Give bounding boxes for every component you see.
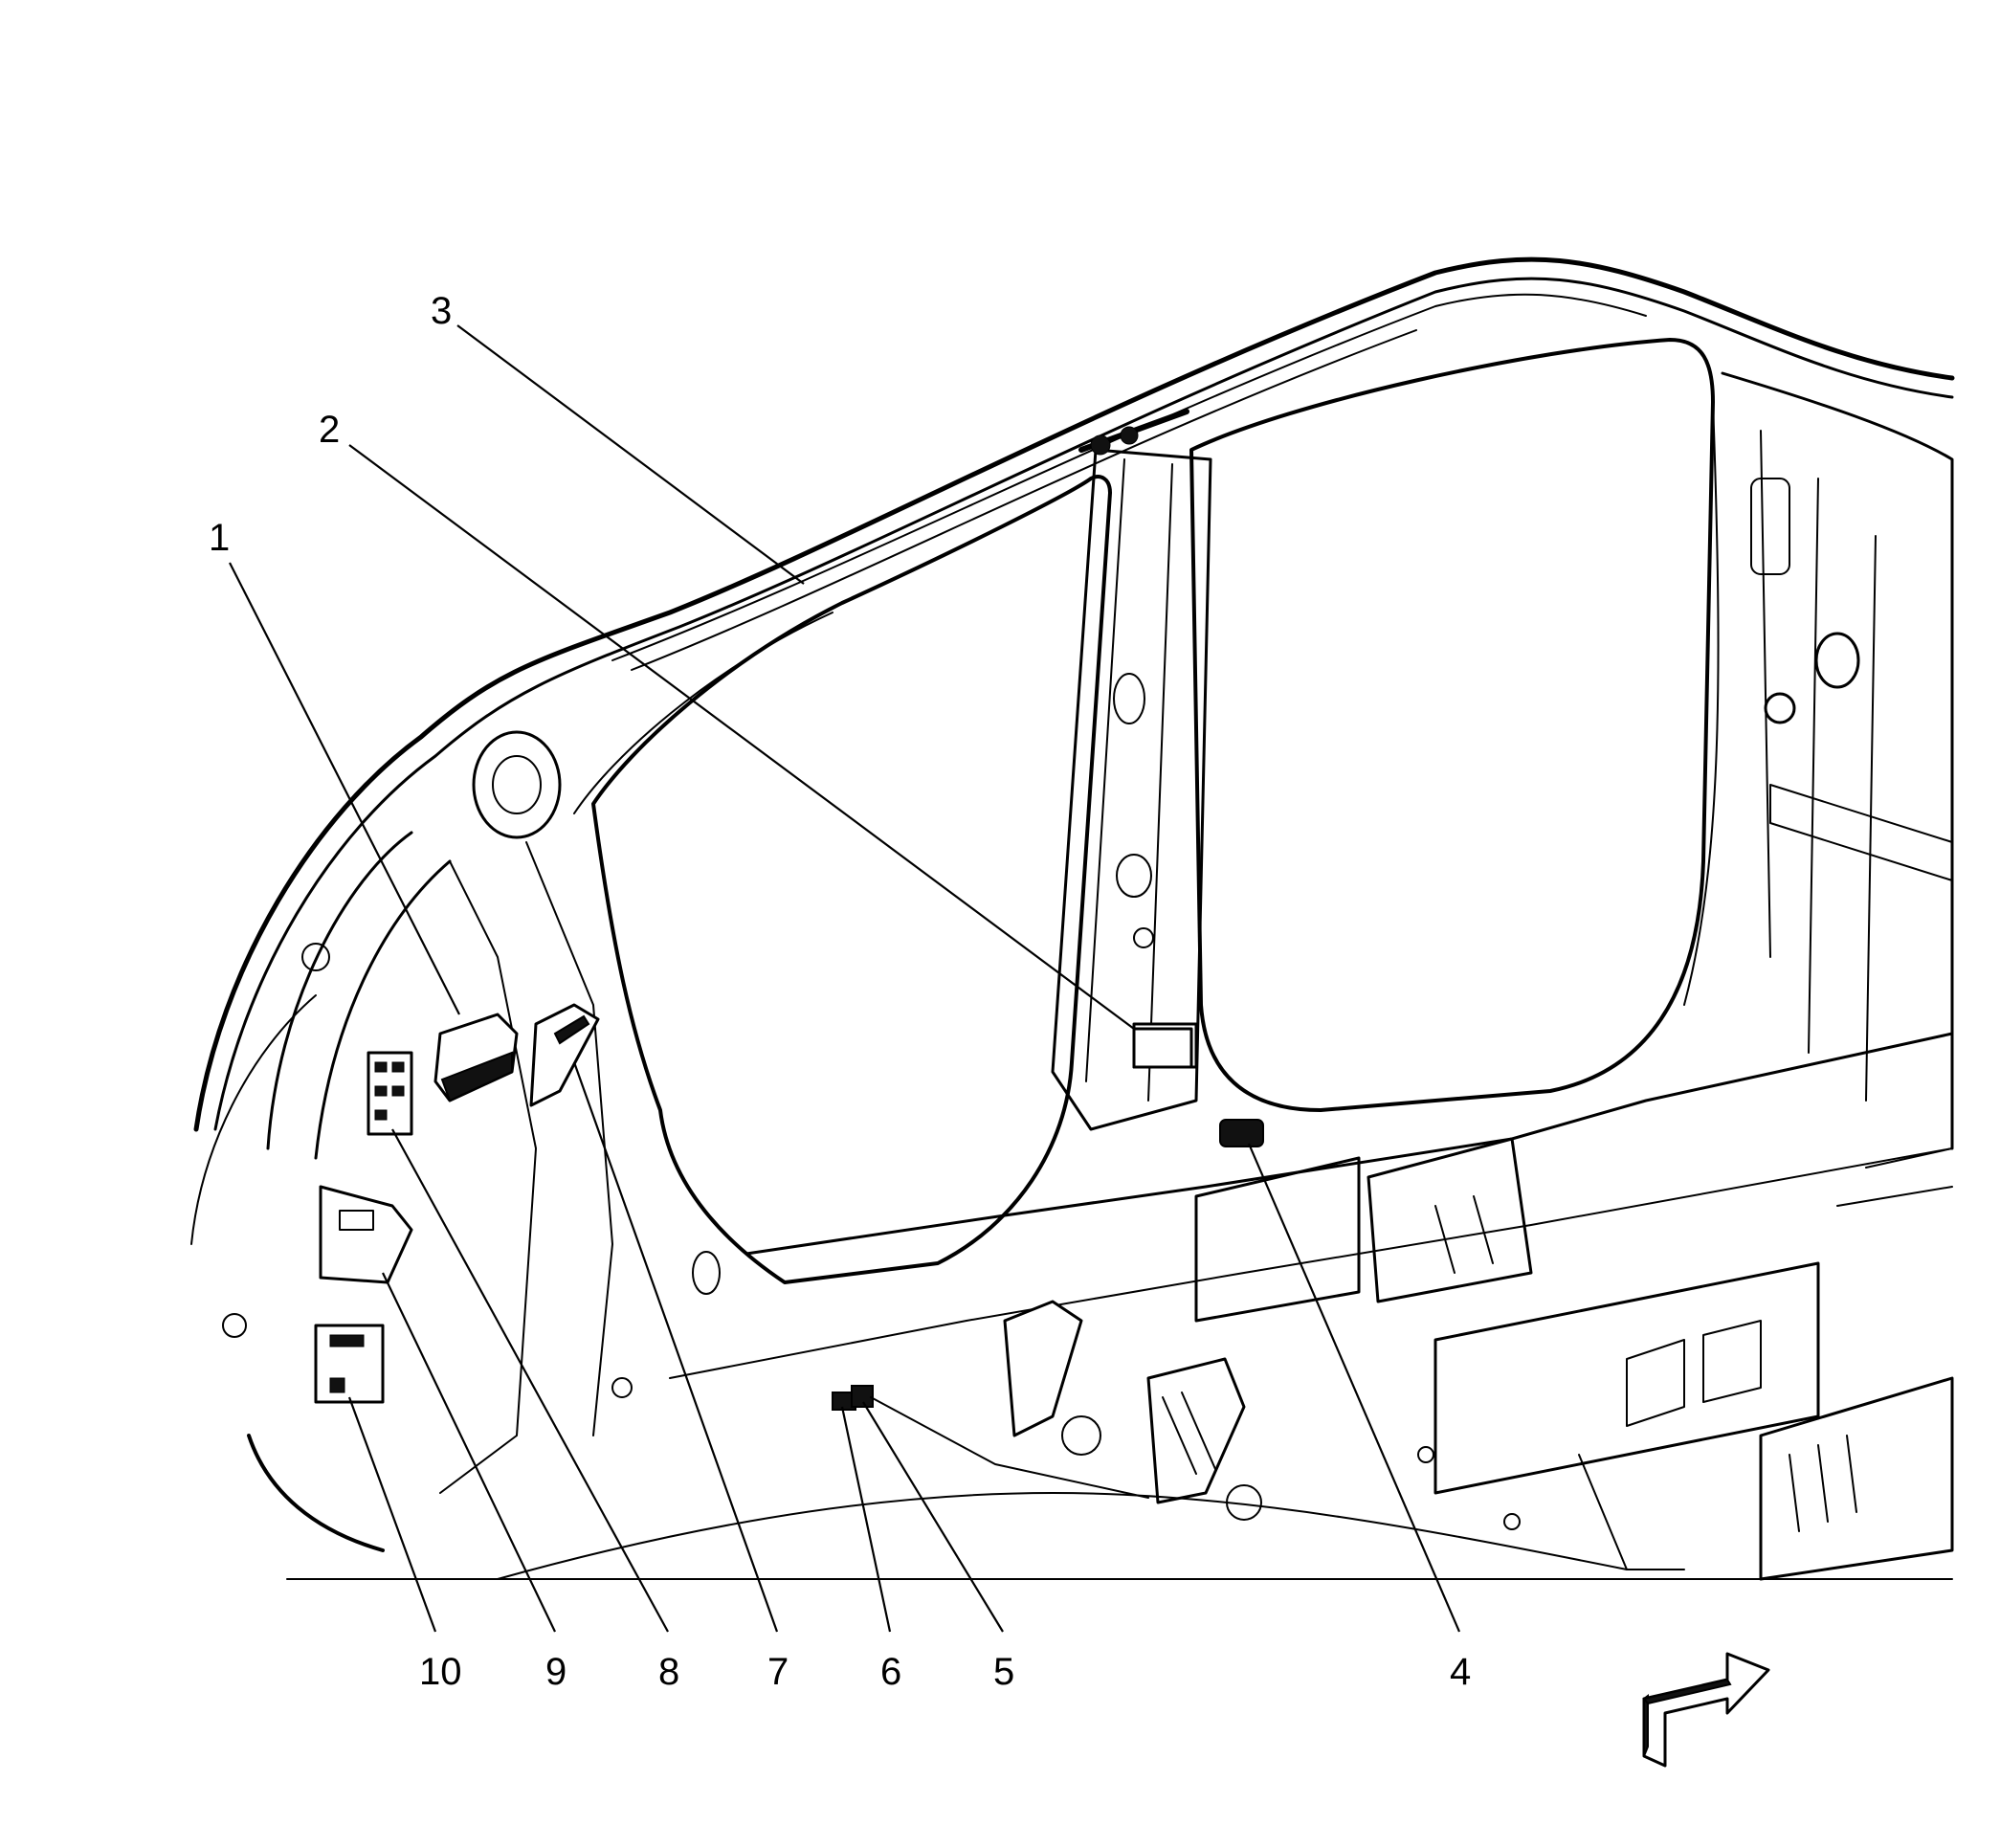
front-direction-arrow-icon	[1642, 1652, 1770, 1768]
component-1-sensor	[433, 1013, 519, 1102]
callout-label-7: 7	[767, 1651, 789, 1693]
leader-line-8	[391, 1128, 669, 1633]
leader-line-1	[229, 562, 460, 1015]
leader-line-10	[347, 1396, 437, 1633]
leader-line-3	[456, 324, 805, 585]
leader-line-4	[1247, 1143, 1461, 1633]
leader-line-5	[862, 1401, 1004, 1633]
leader-line-2	[348, 444, 1135, 1030]
component-3-roof-rail-harness	[1078, 409, 1189, 456]
callout-label-9: 9	[545, 1651, 567, 1693]
callout-label-1: 1	[209, 517, 230, 559]
leader-line-9	[382, 1272, 556, 1633]
component-10-module	[314, 1324, 385, 1404]
callout-label-3: 3	[431, 290, 452, 332]
leader-line-7	[572, 1061, 779, 1633]
component-8-relay-block	[367, 1051, 413, 1136]
leader-lines	[229, 324, 1461, 1633]
callout-label-10: 10	[419, 1651, 462, 1693]
vehicle-body-structure	[190, 256, 1955, 1581]
callout-label-4: 4	[1450, 1651, 1471, 1693]
component-5-6-connectors	[832, 1385, 1149, 1499]
leader-line-6	[840, 1406, 892, 1633]
component-2-module	[1132, 1027, 1193, 1069]
callout-label-5: 5	[993, 1651, 1014, 1693]
callout-label-2: 2	[319, 409, 340, 451]
component-9-control-module	[319, 1185, 413, 1284]
callout-label-6: 6	[880, 1651, 901, 1693]
component-7-bracket	[529, 1003, 600, 1107]
callout-labels: 1 2 3 4 5 6 7 8 9 10	[209, 290, 1471, 1693]
component-4-connector	[1219, 1119, 1264, 1147]
callout-label-8: 8	[658, 1651, 679, 1693]
